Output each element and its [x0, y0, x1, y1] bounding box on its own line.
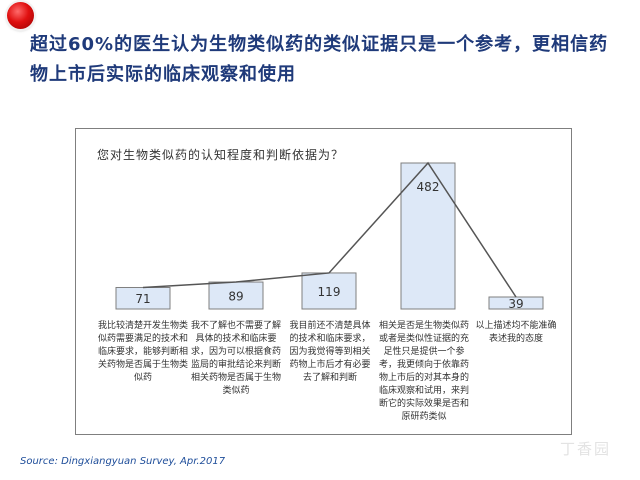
trend-line: [142, 161, 517, 298]
headline: 超过60%的医生认为生物类似药的类似证据只是一个参考，更相信药物上市后实际的临床…: [30, 34, 609, 85]
category-label-3: 我目前还不清楚具体的技术和临床要求，因为我觉得等到相关药物上市后才有必要去了解和…: [289, 321, 371, 383]
category-label-4: 相关是否是生物类似药或者是类似性证据的充足性只是提供一个参考，我更倾向于依靠药物…: [378, 321, 469, 422]
chart-title: 您对生物类似药的认知程度和判断依据为？: [97, 148, 345, 162]
bar-value-label-1: 71: [135, 292, 150, 306]
bar-3: [301, 272, 357, 310]
category-label-2: 我不了解也不需要了解具体的技术和临床要求，因为可以根据食药监局的审批结论来判断相…: [190, 321, 281, 396]
watermark-logo: 丁香园: [560, 440, 612, 458]
category-label-1: 我比较清楚开发生物类似药需要满足的技术和临床要求，能够判断相关药物是否属于生物类…: [98, 321, 189, 383]
bar-value-label-5: 39: [508, 297, 523, 311]
bar-2: [208, 281, 264, 310]
source-note: Source: Dingxiangyuan Survey, Apr.2017: [20, 456, 226, 467]
bar-value-label-3: 119: [318, 285, 341, 299]
red-bullet-icon: [7, 2, 34, 29]
bar-value-label-4: 482: [417, 180, 440, 194]
bar-4: [400, 162, 456, 310]
category-label-5: 以上描述均不能准确表述我的态度: [475, 321, 557, 344]
bar-value-label-2: 89: [228, 290, 243, 304]
